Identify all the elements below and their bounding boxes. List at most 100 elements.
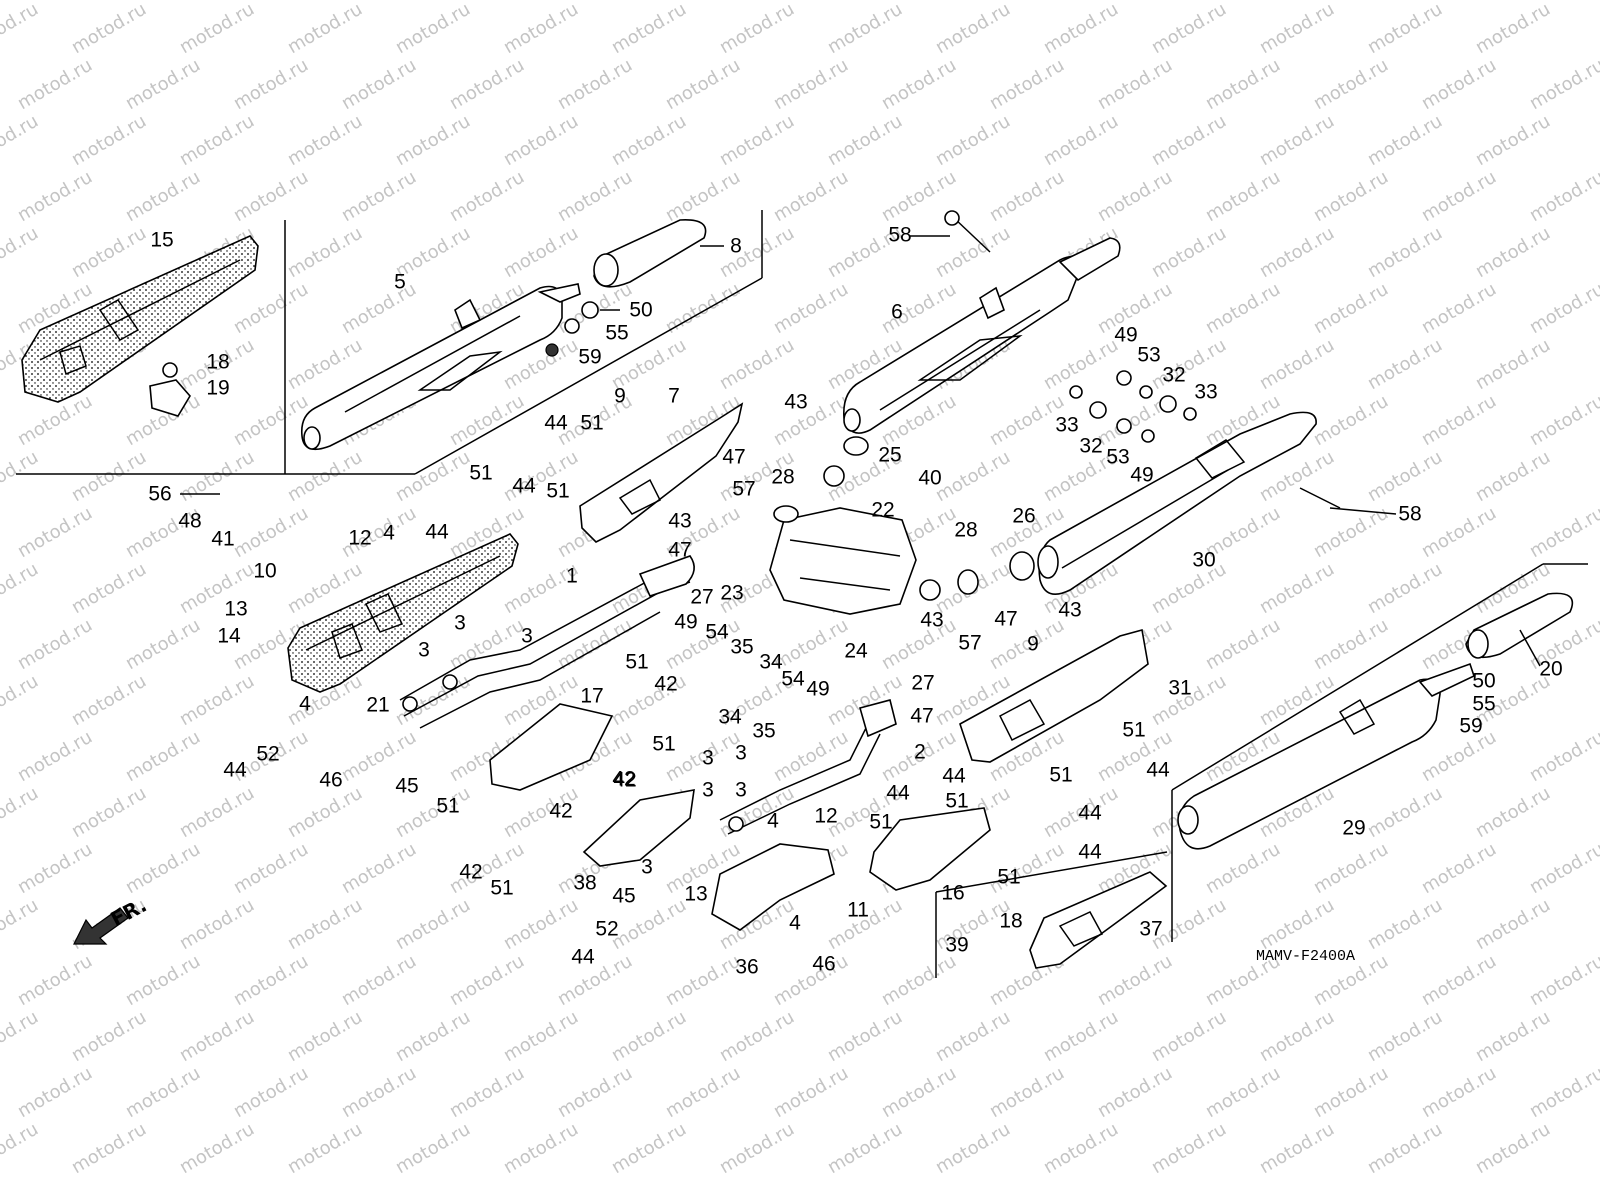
part-callout-21: 21 bbox=[366, 693, 390, 717]
part-callout-30: 30 bbox=[1192, 548, 1216, 572]
heat-protector-inset-15 bbox=[21, 235, 259, 417]
part-callout-58: 58 bbox=[888, 223, 912, 247]
inset-frame-topleft bbox=[16, 210, 763, 475]
part-callout-4: 4 bbox=[383, 521, 395, 545]
part-callout-49: 49 bbox=[1114, 323, 1138, 347]
part-callout-52: 52 bbox=[595, 917, 619, 941]
muffler-29 bbox=[1177, 662, 1475, 850]
part-callout-18: 18 bbox=[999, 909, 1023, 933]
part-callout-14: 14 bbox=[217, 624, 241, 648]
part-callout-51: 51 bbox=[1049, 763, 1073, 787]
part-callout-42: 42 bbox=[612, 767, 636, 791]
part-callout-37: 37 bbox=[1139, 917, 1163, 941]
part-callout-4: 4 bbox=[299, 692, 311, 716]
part-callout-55: 55 bbox=[1472, 692, 1496, 716]
part-callout-48: 48 bbox=[178, 509, 202, 533]
part-callout-44: 44 bbox=[886, 781, 910, 805]
front-direction-arrow bbox=[73, 907, 129, 945]
part-callout-51: 51 bbox=[625, 650, 649, 674]
part-callout-34: 34 bbox=[718, 705, 742, 729]
part-callout-29: 29 bbox=[1342, 816, 1366, 840]
part-callout-44: 44 bbox=[1146, 758, 1170, 782]
part-callout-46: 46 bbox=[319, 768, 343, 792]
part-callout-26: 26 bbox=[1012, 504, 1036, 528]
part-callout-38: 38 bbox=[573, 871, 597, 895]
part-callout-35: 35 bbox=[730, 635, 754, 659]
part-callout-9: 9 bbox=[1027, 632, 1039, 656]
part-callout-43: 43 bbox=[1058, 598, 1082, 622]
part-callout-44: 44 bbox=[544, 411, 568, 435]
part-callout-3: 3 bbox=[521, 624, 533, 648]
part-callout-16: 16 bbox=[941, 881, 965, 905]
part-callout-41: 41 bbox=[211, 527, 235, 551]
part-callout-33: 33 bbox=[1194, 380, 1218, 404]
part-callout-51: 51 bbox=[997, 865, 1021, 889]
part-callout-45: 45 bbox=[395, 774, 419, 798]
part-callout-23: 23 bbox=[720, 581, 744, 605]
part-callout-52: 52 bbox=[256, 742, 280, 766]
protector-31 bbox=[959, 628, 1149, 763]
part-callout-54: 54 bbox=[705, 620, 729, 644]
part-callout-3: 3 bbox=[418, 638, 430, 662]
part-callout-3: 3 bbox=[702, 778, 714, 802]
part-callout-4: 4 bbox=[789, 911, 801, 935]
part-callout-44: 44 bbox=[512, 474, 536, 498]
part-callout-54: 54 bbox=[781, 667, 805, 691]
part-callout-1: 1 bbox=[566, 564, 578, 588]
part-callout-27: 27 bbox=[911, 671, 935, 695]
part-callout-3: 3 bbox=[735, 778, 747, 802]
part-callout-51: 51 bbox=[546, 479, 570, 503]
part-callout-8: 8 bbox=[730, 234, 742, 258]
part-callout-33: 33 bbox=[1055, 413, 1079, 437]
part-callout-18: 18 bbox=[206, 350, 230, 374]
part-callout-44: 44 bbox=[1078, 840, 1102, 864]
part-callout-4: 4 bbox=[767, 809, 779, 833]
protector-37 bbox=[1029, 871, 1168, 969]
part-callout-43: 43 bbox=[920, 608, 944, 632]
part-callout-7: 7 bbox=[668, 384, 680, 408]
part-callout-50: 50 bbox=[629, 298, 653, 322]
part-callout-17: 17 bbox=[580, 684, 604, 708]
part-callout-20: 20 bbox=[1539, 657, 1563, 681]
part-callout-57: 57 bbox=[732, 477, 756, 501]
inset-frame-right bbox=[935, 563, 1588, 978]
part-callout-55: 55 bbox=[605, 321, 629, 345]
part-callout-43: 43 bbox=[784, 390, 808, 414]
part-callout-24: 24 bbox=[844, 639, 868, 663]
mount-hardware-32-33-49-53 bbox=[1069, 370, 1197, 443]
protector-38 bbox=[582, 789, 695, 867]
part-callout-51: 51 bbox=[436, 794, 460, 818]
part-callout-49: 49 bbox=[1130, 463, 1154, 487]
part-callout-58: 58 bbox=[1398, 502, 1422, 526]
part-callout-51: 51 bbox=[945, 789, 969, 813]
part-callout-19: 19 bbox=[206, 376, 230, 400]
part-callout-28: 28 bbox=[954, 518, 978, 542]
muffler-cap-8 bbox=[593, 219, 707, 288]
exhaust-pipe-1 bbox=[399, 555, 695, 729]
part-callout-56: 56 bbox=[148, 482, 172, 506]
part-callout-12: 12 bbox=[348, 526, 372, 550]
protector-16 bbox=[869, 807, 991, 891]
exhaust-chamber-22 bbox=[769, 505, 941, 615]
part-callout-3: 3 bbox=[641, 855, 653, 879]
part-callout-53: 53 bbox=[1137, 343, 1161, 367]
part-callout-44: 44 bbox=[223, 758, 247, 782]
part-callout-3: 3 bbox=[454, 611, 466, 635]
part-callout-51: 51 bbox=[869, 810, 893, 834]
part-callout-46: 46 bbox=[812, 952, 836, 976]
part-callout-44: 44 bbox=[1078, 801, 1102, 825]
part-callout-51: 51 bbox=[490, 876, 514, 900]
part-callout-51: 51 bbox=[1122, 718, 1146, 742]
part-callout-22: 22 bbox=[871, 498, 895, 522]
muffler-5 bbox=[300, 283, 581, 451]
exhaust-pipe-2 bbox=[719, 699, 897, 835]
part-callout-44: 44 bbox=[425, 520, 449, 544]
part-callout-42: 42 bbox=[654, 672, 678, 696]
part-callout-51: 51 bbox=[469, 461, 493, 485]
part-callout-25: 25 bbox=[878, 443, 902, 467]
part-callout-34: 34 bbox=[759, 650, 783, 674]
part-callout-49: 49 bbox=[806, 677, 830, 701]
part-callout-31: 31 bbox=[1168, 676, 1192, 700]
part-callout-51: 51 bbox=[652, 732, 676, 756]
